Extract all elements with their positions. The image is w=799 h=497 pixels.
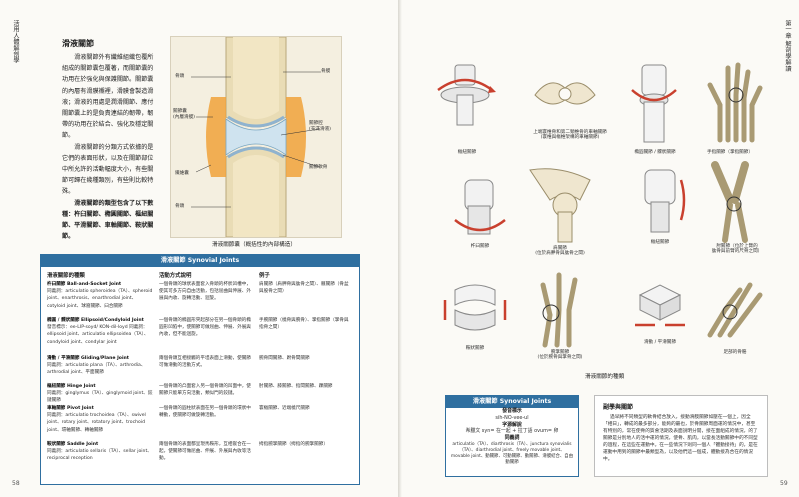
figure-label: 肘關節（位於上臂的 肱骨與前臂的尺骨之間） <box>711 244 763 255</box>
label-bone-top: 骨頭 <box>175 74 185 79</box>
paragraph: 滑液關節外有纖維組織包覆所組成的關節囊包覆著，而關節囊的功用在於強化與保護關節。… <box>62 54 154 140</box>
figure-label: 樞紐關節 <box>650 240 670 245</box>
movement-cell: 兩個骨頭互相接觸的平坦表面上滑動，使關節可做滑動的活動方式。 <box>159 356 251 369</box>
joint-type-name: 鞍狀關節 Saddle Joint <box>47 442 99 447</box>
table-row: 樞紐關節 Hinge Joint 同義詞：ginglymus（TA）、gingl… <box>47 383 153 405</box>
paragraph: 滑液關節的類型包含了以下數種：杵臼關節、橢圓關節、樞紐關節、平滑關節、車軸關節、… <box>62 199 154 241</box>
table-row: 鞍狀關節 Saddle Joint 同義詞：articulatio sellar… <box>47 441 153 463</box>
joint-type-desc: 同義詞：articulatio spheroidea（TA）、spheroid … <box>47 289 153 309</box>
figure-label: 腕掌關節 (位於腕骨與掌骨之間) <box>537 350 583 361</box>
body-text: 滑液關節外有纖維組織包覆所組成的關節囊包覆著，而關節囊的功用在於強化與保護關節。… <box>62 52 158 242</box>
joint-type-desc: 同義詞：ginglymus（TA）、ginglymoid joint、鉸鏈關節 <box>47 391 153 404</box>
name-box-title: 滑液關節 Synovial Joints <box>446 396 578 408</box>
example-cell: 手腕關節（橈骨與腕骨）、掌指關節（掌骨與指骨之間） <box>259 318 349 331</box>
table-title: 滑液關節 Synovial Joints <box>41 255 359 267</box>
example-cell: 寰樞關節、近端橈尺關節 <box>259 406 310 411</box>
table-header-type: 滑液關節的種類 <box>47 273 85 279</box>
joint-type-name: 樞紐關節 Hinge Joint <box>47 384 96 389</box>
synovial-joints-table: 滑液關節 Synovial Joints 滑液關節的種類 活動方式說明 例子 杵… <box>40 254 360 485</box>
figure-label: 杵臼關節 <box>470 244 490 249</box>
table-row: 杵臼關節 Ball-and-Socket Joint 同義詞：articulat… <box>47 281 153 310</box>
joint-type-name: 杵臼關節 Ball-and-Socket Joint <box>47 282 122 287</box>
note-text: 過早將不同類型的軟骨結合放入，接動滑膜關節如壓在一個上，因全「相日」，轉成的最多… <box>603 415 758 462</box>
figure-label: 滑動 / 平滑關節 <box>643 340 677 345</box>
capsule-drawing <box>171 36 341 238</box>
atlas-figure <box>534 82 596 105</box>
figure-caption: 滑液關節囊（概括性的內部構造） <box>212 242 296 248</box>
carpal-figure <box>540 272 578 348</box>
example-cell: 拇指腕掌關節（拇指的腕掌關節） <box>259 442 328 447</box>
movement-cell: 一個骨頭的圓柱狀表面在另一個骨頭的環狀中轉動，使關節可做旋轉活動。 <box>159 406 251 419</box>
synonyms: articulatio（TA）、diarthrosis（TA）、junctura… <box>450 441 574 465</box>
ellipsoid-figure <box>631 64 677 143</box>
figure-label: 樞紐關節 <box>457 150 477 155</box>
table-row: 橢圓 / 髁狀關節 Ellipsoid/Condyloid Joint 發音標示… <box>47 317 153 346</box>
right-page-number: 59 <box>780 480 788 487</box>
movement-cell: 一個骨頭的橢圓形突起部分在另一個骨頭的橢圓形凹陷中，使關節可做屈曲、伸展、外展與… <box>159 318 251 338</box>
plane-figure <box>635 284 685 327</box>
label-fibrous-capsule: 纖維囊 <box>175 171 189 176</box>
shoulder-figure <box>529 168 591 243</box>
left-page-number: 58 <box>12 480 20 487</box>
note-box: 副學與關節 過早將不同類型的軟骨結合放入，接動滑膜關節如壓在一個上，因全「相日」… <box>594 395 768 477</box>
etymology-label: 字源解說 <box>502 421 522 428</box>
joint-type-desc: 同義詞：articulatio sellaris（TA）、sellar join… <box>47 449 152 462</box>
example-cell: 腕骨間關節、跗骨間關節 <box>259 356 310 361</box>
saddle-figure <box>443 284 507 331</box>
figure-label: 手指關節（掌指關節） <box>707 150 753 155</box>
label-periosteum: 骨膜 <box>321 69 331 74</box>
foot-figure <box>707 282 763 338</box>
pronunciation: sih-NO-vee-ul <box>495 414 529 421</box>
paragraph: 滑液關節的分類方式依據的是它們的表面形狀，以及在關節部位中所允許的活動幅度大小，… <box>62 143 154 196</box>
elbow-figure <box>711 161 749 243</box>
label-synovial-membrane: 關節囊 (內層滑膜) <box>173 109 195 120</box>
figure-label: 鞍狀關節 <box>465 346 485 351</box>
table-row: 滑動 / 平滑關節 Gliding/Plane Joint 同義詞：articu… <box>47 355 153 377</box>
synovial-name-box: 滑液關節 Synovial Joints 發音標示 sih-NO-vee-ul … <box>445 395 579 477</box>
label-bone-bottom: 骨頭 <box>175 204 185 209</box>
label-articular-cartilage: 關節軟骨 <box>309 165 328 170</box>
joint-type-name: 橢圓 / 髁狀關節 Ellipsoid/Condyloid Joint <box>47 318 144 323</box>
pivot-figure <box>454 179 506 235</box>
note-heading: 副學與關節 <box>603 404 634 411</box>
figure-label: 橢圓關節 / 髁狀關節 <box>634 150 676 155</box>
joint-type-desc: 發音標示：ee-LIP-soyd/ KON-dil-loyd 同義詞：ellip… <box>47 325 149 345</box>
movement-cell: 兩個骨頭的表面都呈現馬鞍形，互相嵌合在一起，使關節可做屈曲、伸展、外展與內收等活… <box>159 442 251 462</box>
joint-type-name: 滑動 / 平滑關節 Gliding/Plane Joint <box>47 356 129 361</box>
table-header-movement: 活動方式說明 <box>159 273 192 279</box>
etymology: 希臘文 syn= 在一起 + 拉丁語 ovum= 卵 <box>465 428 559 435</box>
example-cell: 肩關節（肩胛骨與肱骨之間）、髖關節（骨盆與股骨之間） <box>259 282 349 295</box>
right-figure-caption: 滑液關節的種類 <box>585 374 625 380</box>
pronunciation-label: 發音標示 <box>502 408 522 414</box>
figure-label: 肩關節 (位於肩胛骨與肱骨之間) <box>535 246 585 257</box>
synonyms-label: 同義詞 <box>504 435 520 442</box>
left-side-label: 活用人體解剖學 <box>12 20 19 64</box>
joint-type-name: 車軸關節 Pivot Joint <box>47 406 94 411</box>
right-side-label: 第一章 解剖學解讀 <box>784 20 791 72</box>
table-header-example: 例子 <box>259 273 270 279</box>
figure-label: 上端寰椎骨和第二頸椎骨的車軸關節 (寰椎與樞椎架構的車軸關節) <box>533 130 607 141</box>
ball-joint-figure <box>437 64 496 126</box>
synovial-capsule-illustration: 骨頭 骨膜 關節囊 (內層滑膜) 關節腔 (充滿滑液) 關節軟骨 纖維囊 骨頭 <box>170 36 342 238</box>
example-cell: 肘關節、膝關節、指間關節、踝關節 <box>259 384 333 389</box>
book-gutter <box>398 0 402 497</box>
hand-figure <box>707 62 763 143</box>
section-heading: 滑液關節 <box>62 39 94 48</box>
movement-cell: 一個骨頭的凸面套入另一個骨頭的凹面中，使關節只能單方向活動，類似門的鉸鏈。 <box>159 384 251 397</box>
joint-type-desc: 同義詞：articulatio trochoidea（TA）、swivel jo… <box>47 413 146 433</box>
label-joint-cavity: 關節腔 (充滿滑液) <box>309 121 331 132</box>
movement-cell: 一個骨頭的球狀表面套入骨頭的杯狀凹槽中，使其可多方向自由活動，包括屈曲與伸展、外… <box>159 282 251 302</box>
table-row: 車軸關節 Pivot Joint 同義詞：articulatio trochoi… <box>47 405 153 434</box>
figure-label: 足部的骨骼 <box>723 350 747 355</box>
joint-type-desc: 同義詞：articulatio plana（TA）、arthrodia、arth… <box>47 363 146 376</box>
hinge-figure <box>644 169 686 233</box>
